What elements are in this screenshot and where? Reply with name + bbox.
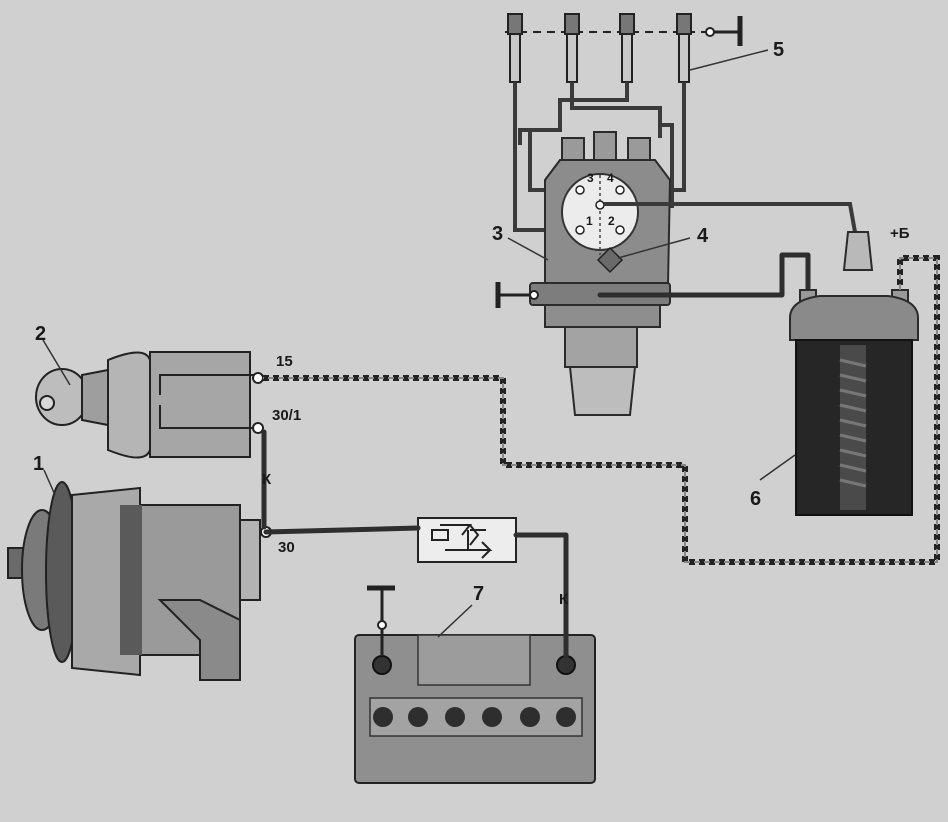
- distributor: 3 4 1 2: [495, 131, 672, 416]
- spark-plug-3: [619, 13, 635, 83]
- cap-number-4: 4: [607, 171, 614, 185]
- wire-mark-k-lower: К: [559, 591, 569, 608]
- terminal-30-1: 30/1: [272, 407, 301, 424]
- label-6: 6: [750, 488, 761, 510]
- wire-generator-to-fuse: [263, 525, 421, 535]
- ground-symbol-distributor: [495, 282, 539, 308]
- ground-symbol-plugs: [705, 16, 743, 46]
- ignition-switch: [35, 351, 264, 459]
- cap-number-2: 2: [608, 214, 615, 228]
- rotor: [596, 246, 624, 274]
- coil-hv-wire: [604, 202, 857, 233]
- ground-symbol-battery: [367, 585, 395, 656]
- wire-mark-k-upper: К: [262, 471, 272, 488]
- spark-plug-1: [507, 13, 523, 83]
- leader-3: [507, 237, 549, 261]
- ignition-coil: [789, 231, 919, 516]
- wire-switch-to-coil: [263, 255, 940, 565]
- label-1: 1: [33, 453, 44, 475]
- leader-6: [759, 454, 796, 481]
- label-5: 5: [773, 39, 784, 61]
- terminal-plus-b: +Б: [890, 225, 910, 242]
- wire-fuse-to-battery: [513, 532, 569, 659]
- label-2: 2: [35, 323, 46, 345]
- leader-2: [42, 339, 71, 386]
- spark-plug-4: [676, 13, 692, 83]
- generator: [7, 481, 272, 681]
- battery: [354, 585, 596, 784]
- fuse-block: [417, 517, 517, 563]
- leader-4: [617, 237, 691, 259]
- leader-7: [437, 604, 473, 638]
- cap-number-1: 1: [586, 214, 593, 228]
- label-4: 4: [697, 225, 709, 247]
- spark-plug-2: [564, 13, 580, 83]
- terminal-30: 30: [278, 539, 295, 556]
- label-3: 3: [492, 223, 503, 245]
- cap-number-3: 3: [587, 171, 594, 185]
- terminal-15: 15: [276, 353, 293, 370]
- spark-plugs: [505, 13, 743, 83]
- label-7: 7: [473, 583, 484, 605]
- leader-5: [689, 49, 769, 71]
- leader-1: [43, 469, 56, 496]
- coil-lt-wire: [597, 252, 811, 298]
